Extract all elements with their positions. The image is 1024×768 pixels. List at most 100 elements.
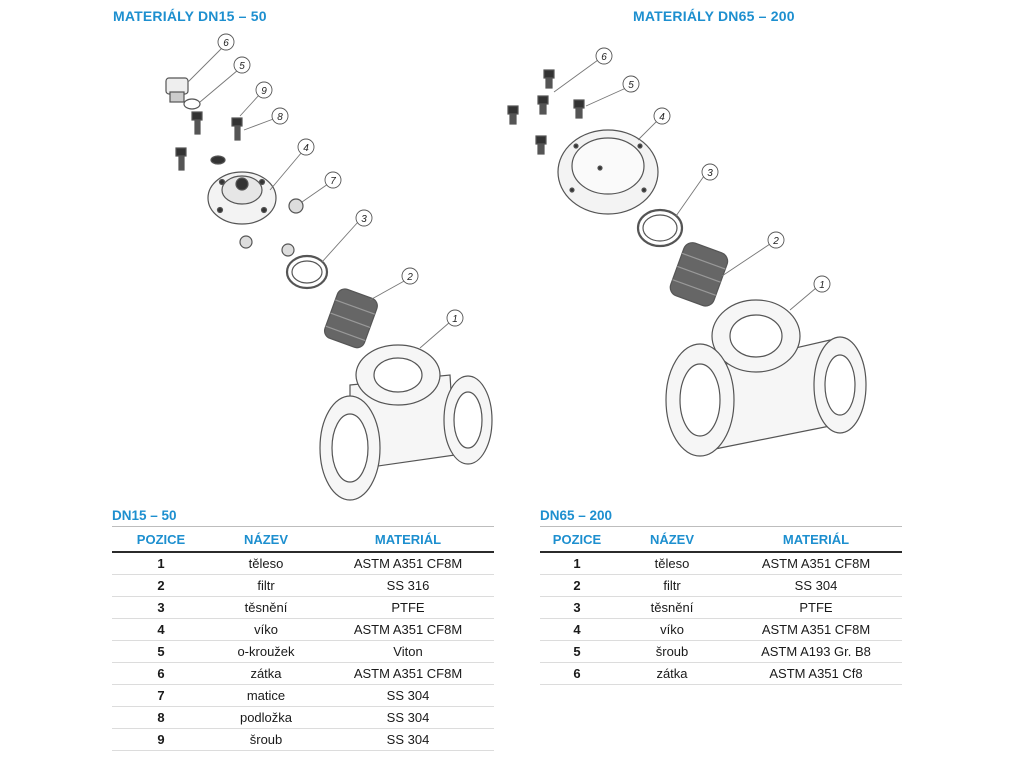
cell-material: ASTM A351 CF8M	[730, 618, 902, 641]
cell-material: SS 304	[322, 706, 494, 729]
part-8-washer	[210, 155, 226, 165]
cell-name: filtr	[210, 574, 322, 597]
cell-pos: 6	[112, 662, 210, 685]
header-nazev: NÁZEV	[210, 526, 322, 553]
cell-material: SS 304	[322, 728, 494, 751]
table-header-row: POZICE NÁZEV MATERIÁL	[112, 526, 494, 553]
callout-6: 6	[601, 52, 607, 63]
left-table-title: DN15 – 50	[112, 508, 177, 523]
right-drawing-title: MATERIÁLY DN65 – 200	[633, 8, 795, 24]
cell-name: těsnění	[614, 596, 730, 619]
cell-pos: 5	[112, 640, 210, 663]
part-1-body	[319, 344, 493, 501]
cell-pos: 2	[540, 574, 614, 597]
cell-material: PTFE	[322, 596, 494, 619]
cell-material: ASTM A193 Gr. B8	[730, 640, 902, 663]
part-1-body	[665, 299, 867, 457]
cell-name: o-kroužek	[210, 640, 322, 663]
cell-material: ASTM A351 CF8M	[322, 552, 494, 575]
cell-pos: 2	[112, 574, 210, 597]
header-pozice: POZICE	[112, 526, 210, 553]
table-header-row: POZICE NÁZEV MATERIÁL	[540, 526, 902, 553]
part-6-plug	[165, 77, 189, 103]
part-6-plugs	[507, 69, 555, 155]
part-3-gasket	[285, 254, 329, 290]
callout-4: 4	[659, 112, 665, 123]
header-material: MATERIÁL	[322, 526, 494, 553]
cell-name: filtr	[614, 574, 730, 597]
cell-name: matice	[210, 684, 322, 707]
callout-1: 1	[452, 314, 458, 325]
part-4-cover	[207, 171, 277, 225]
part-7-nuts	[239, 198, 304, 257]
cell-pos: 4	[540, 618, 614, 641]
cell-name: těleso	[614, 552, 730, 575]
part-2-filter	[669, 242, 729, 307]
callout-2: 2	[406, 272, 413, 283]
cell-pos: 1	[112, 552, 210, 575]
cell-name: víko	[614, 618, 730, 641]
callout-4: 4	[303, 143, 309, 154]
cell-name: šroub	[614, 640, 730, 663]
header-nazev: NÁZEV	[614, 526, 730, 553]
cell-name: zátka	[614, 662, 730, 685]
cell-name: podložka	[210, 706, 322, 729]
cell-pos: 4	[112, 618, 210, 641]
cell-pos: 3	[540, 596, 614, 619]
cell-material: ASTM A351 CF8M	[730, 552, 902, 575]
part-2-filter	[323, 288, 378, 349]
callout-6: 6	[223, 38, 229, 49]
cell-material: ASTM A351 Cf8	[730, 662, 902, 685]
cell-material: ASTM A351 CF8M	[322, 618, 494, 641]
cell-pos: 5	[540, 640, 614, 663]
cell-name: víko	[210, 618, 322, 641]
callout-5: 5	[628, 80, 634, 91]
cell-material: SS 304	[322, 684, 494, 707]
right-table-title: DN65 – 200	[540, 508, 613, 523]
part-5-o-ring	[183, 98, 201, 110]
callout-3: 3	[707, 168, 713, 179]
cell-pos: 9	[112, 728, 210, 751]
callout-1: 1	[819, 280, 825, 291]
cell-material: SS 304	[730, 574, 902, 597]
right-exploded-drawing: 6 5 4 3 2 1	[500, 40, 890, 460]
left-drawing-title: MATERIÁLY DN15 – 50	[113, 8, 267, 24]
cell-name: těleso	[210, 552, 322, 575]
part-9-bolts	[175, 111, 243, 171]
cell-name: zátka	[210, 662, 322, 685]
cell-material: PTFE	[730, 596, 902, 619]
part-5-bolt	[573, 99, 585, 119]
callout-7: 7	[330, 176, 336, 187]
cell-pos: 3	[112, 596, 210, 619]
cell-pos: 6	[540, 662, 614, 685]
header-pozice: POZICE	[540, 526, 614, 553]
cell-material: ASTM A351 CF8M	[322, 662, 494, 685]
cell-pos: 1	[540, 552, 614, 575]
part-4-cover	[557, 129, 659, 215]
cell-pos: 7	[112, 684, 210, 707]
left-exploded-drawing: 6 5 9 8 4 7 3 2 1	[150, 30, 510, 510]
cell-pos: 8	[112, 706, 210, 729]
cell-material: Viton	[322, 640, 494, 663]
callout-8: 8	[277, 112, 283, 123]
callout-3: 3	[361, 214, 367, 225]
